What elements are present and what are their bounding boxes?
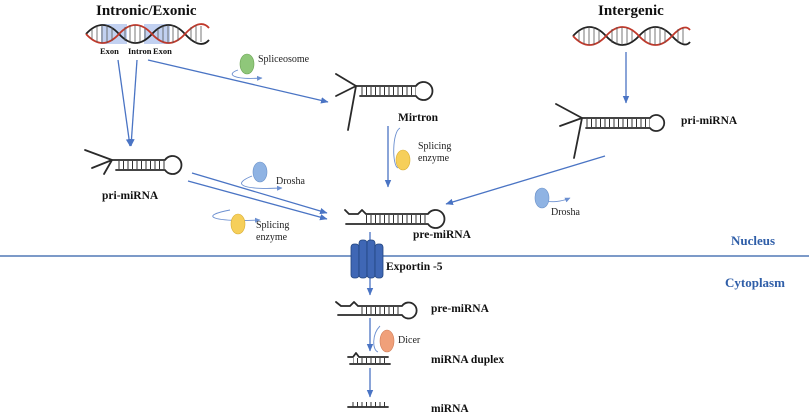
drosha-right-label: Drosha <box>551 207 580 218</box>
splicing-enzyme-upper-label-2: enzyme <box>418 153 450 164</box>
arrow-intron-to-primirna <box>128 59 138 147</box>
pre-mirna-cytoplasm-label: pre-miRNA <box>431 303 490 315</box>
splicing-enzyme-lower <box>212 209 261 235</box>
exportin-label: Exportin -5 <box>386 261 443 273</box>
mirna-label: miRNA <box>431 403 469 415</box>
mirna-duplex-label: miRNA duplex <box>431 354 504 366</box>
pri-mirna-left-hairpin <box>84 149 183 175</box>
title-intronic-exonic: Intronic/Exonic <box>96 3 197 19</box>
exon-label-right: Exon <box>153 46 172 56</box>
drosha-left-label: Drosha <box>276 176 305 187</box>
exon-box-right <box>144 24 170 44</box>
spliceosome-shape <box>239 53 255 75</box>
pathway-arrows <box>117 52 630 398</box>
arrow-intron-to-mirtron <box>147 59 329 104</box>
splicing-enzyme-upper-label-1: Splicing <box>418 141 451 152</box>
title-intergenic: Intergenic <box>598 3 664 19</box>
splicing-enzyme-lower-shape <box>230 213 246 235</box>
splicing-enzyme-upper <box>393 127 411 171</box>
exportin-5-channel <box>350 239 384 279</box>
nucleus-label: Nucleus <box>731 233 775 248</box>
splicing-enzyme-lower-label-1: Splicing <box>256 220 289 231</box>
arrow-primirna-drosha <box>191 172 328 215</box>
mirna-duplex <box>347 352 391 365</box>
arrow-right-primirna-to-premirna <box>445 155 606 206</box>
exon-box-left <box>101 24 127 44</box>
drosha-right-shape <box>534 187 550 209</box>
spliceosome-label: Spliceosome <box>258 54 310 65</box>
exon-label-left: Exon <box>100 46 119 56</box>
spliceosome-enzyme <box>231 53 263 81</box>
dicer-shape <box>379 329 395 353</box>
splicing-enzyme-upper-shape <box>395 149 411 171</box>
cytoplasm-label: Cytoplasm <box>725 275 785 290</box>
drosha-left-shape <box>252 161 268 183</box>
arrow-exon-to-primirna <box>117 59 133 147</box>
pri-mirna-right-label: pri-miRNA <box>681 115 738 127</box>
dicer-enzyme <box>373 325 395 353</box>
drosha-enzyme-right <box>534 187 571 209</box>
pre-mirna-nucleus-hairpin <box>344 209 446 229</box>
mirtron-hairpin <box>335 73 434 131</box>
splicing-enzyme-lower-label-2: enzyme <box>256 232 288 243</box>
intron-label: Intron <box>128 46 152 56</box>
pri-mirna-left-label: pri-miRNA <box>102 190 159 202</box>
pre-mirna-nucleus-label: pre-miRNA <box>413 229 472 241</box>
dna-helix-right <box>572 26 691 46</box>
pre-mirna-cytoplasm-hairpin <box>335 301 418 320</box>
mirtron-label: Mirtron <box>398 112 439 124</box>
dna-helix-left <box>85 23 210 45</box>
pri-mirna-right-hairpin <box>555 103 666 159</box>
arrow-primirna-splicing <box>187 180 328 221</box>
mature-mirna <box>347 402 389 408</box>
drosha-enzyme-left <box>241 161 283 191</box>
dicer-label: Dicer <box>398 335 421 346</box>
